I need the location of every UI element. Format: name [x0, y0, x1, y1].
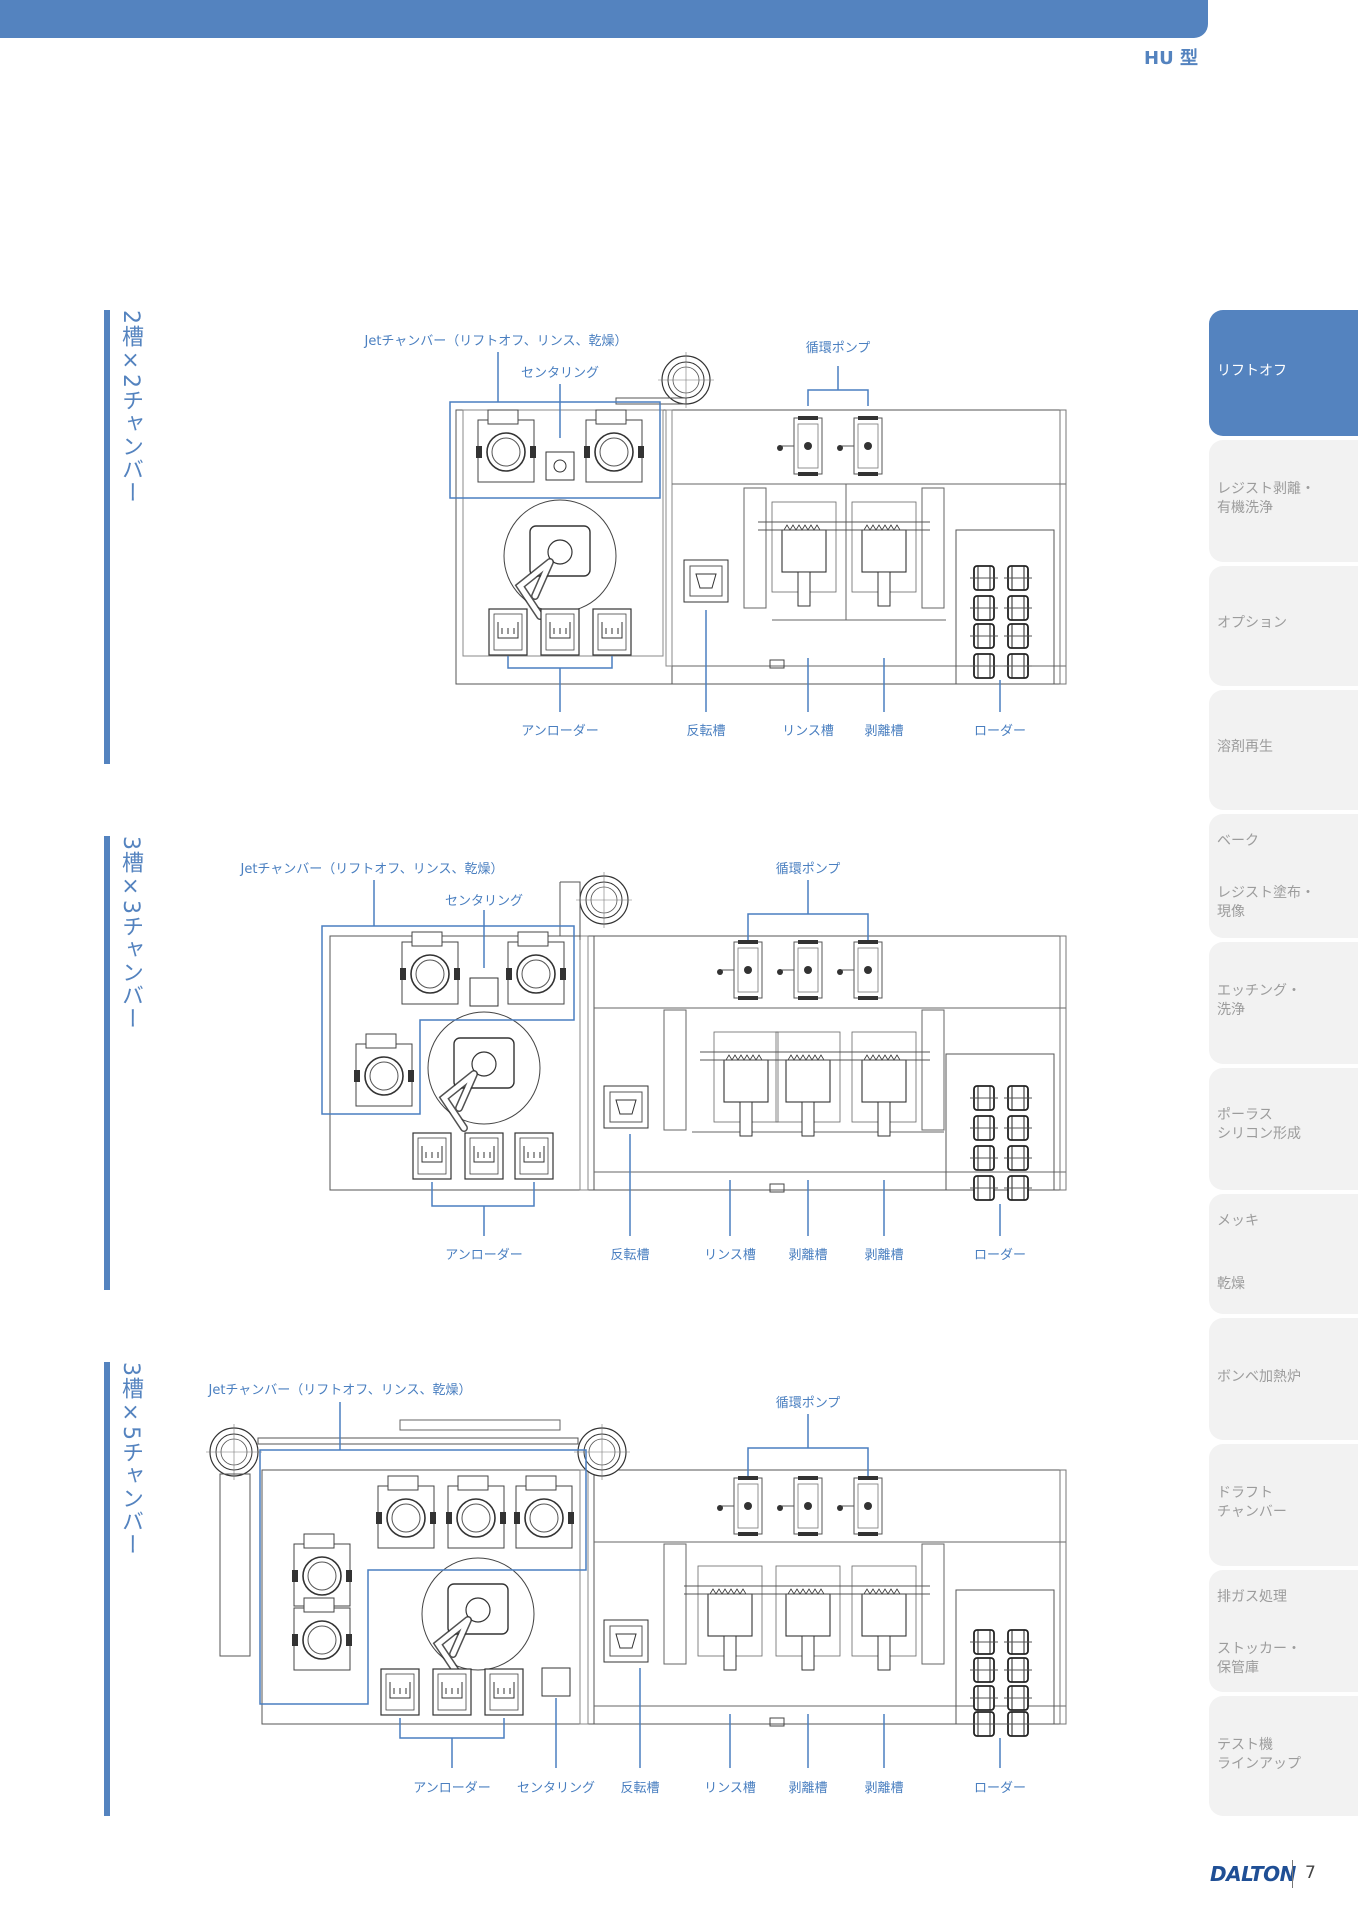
- strip-tank-1-label: 剥離槽: [788, 1248, 827, 1263]
- rinse-tank-label: リンス槽: [704, 1781, 756, 1796]
- model-label: HU 型: [1144, 48, 1198, 69]
- pump-label: 循環ポンプ: [806, 341, 871, 356]
- strip-tank-1-label: 剥離槽: [788, 1781, 827, 1796]
- pump-label: 循環ポンプ: [776, 1396, 841, 1411]
- diagram-2x2: Jetチャンバー（リフトオフ、リンス、乾燥） センタリング 循環ポンプ アンロー…: [363, 334, 1067, 739]
- rinse-tank-label: リンス槽: [782, 724, 834, 739]
- tab-solvent-regeneration[interactable]: 溶剤再生: [1209, 690, 1358, 810]
- tab-porous-silicon[interactable]: ポーラス シリコン形成: [1209, 1068, 1358, 1190]
- tab-label: ストッカー・ 保管庫: [1217, 1641, 1301, 1676]
- flip-tank-label: 反転槽: [620, 1781, 659, 1796]
- diagram-3x5: Jetチャンバー（リフトオフ、リンス、乾燥） 循環ポンプ アンローダー センタリ…: [205, 1383, 1067, 1796]
- flip-tank-label: 反転槽: [686, 724, 725, 739]
- section-2-title: 3槽×3チャンバー: [118, 836, 143, 1030]
- footer-divider: [1292, 1860, 1293, 1888]
- centering-label: センタリング: [517, 1781, 595, 1796]
- section-1-title: 2槽×2チャンバー: [118, 310, 143, 504]
- unloader-label: アンローダー: [445, 1248, 522, 1263]
- tab-label: ボンベ加熱炉: [1217, 1369, 1301, 1385]
- tab-exhaust-stocker[interactable]: 排ガス処理ストッカー・ 保管庫: [1209, 1570, 1358, 1692]
- tab-test-lineup[interactable]: テスト機 ラインアップ: [1209, 1696, 1358, 1816]
- tab-label: メッキ: [1217, 1213, 1259, 1229]
- tab-label: レジスト剥離・ 有機洗浄: [1217, 481, 1315, 516]
- tab-etching[interactable]: エッチング・ 洗浄: [1209, 942, 1358, 1064]
- diagram-3x3: Jetチャンバー（リフトオフ、リンス、乾燥） センタリング 循環ポンプ アンロー…: [239, 862, 1067, 1263]
- centering-label: センタリング: [521, 366, 599, 381]
- strip-tank-2-label: 剥離槽: [864, 1248, 903, 1263]
- tab-label: 溶剤再生: [1217, 739, 1273, 755]
- tab-label: 排ガス処理: [1217, 1589, 1287, 1605]
- page-number: 7: [1305, 1863, 1316, 1883]
- rinse-tank-label: リンス槽: [704, 1248, 756, 1263]
- tab-label: ベーク: [1217, 833, 1259, 849]
- tab-label: エッチング・ 洗浄: [1217, 983, 1301, 1018]
- tab-label: レジスト塗布・ 現像: [1217, 885, 1315, 920]
- tab-plating-drying[interactable]: メッキ乾燥: [1209, 1194, 1358, 1314]
- unloader-label: アンローダー: [413, 1781, 490, 1796]
- centering-label: センタリング: [445, 894, 523, 909]
- tab-label: オプション: [1217, 615, 1287, 631]
- tab-label: ポーラス シリコン形成: [1217, 1107, 1301, 1142]
- tab-label: リフトオフ: [1217, 363, 1287, 379]
- tab-label: ドラフト チャンバー: [1217, 1485, 1287, 1520]
- dalton-logo: DALTON: [1210, 1862, 1296, 1886]
- loader-label: ローダー: [974, 1781, 1026, 1796]
- tab-option[interactable]: オプション: [1209, 566, 1358, 686]
- loader-label: ローダー: [974, 724, 1026, 739]
- section-3-bar: [104, 1362, 110, 1816]
- tab-draft-chamber[interactable]: ドラフト チャンバー: [1209, 1444, 1358, 1566]
- flip-tank-label: 反転槽: [610, 1248, 649, 1263]
- tab-label: テスト機 ラインアップ: [1217, 1737, 1301, 1772]
- tab-cylinder-heater[interactable]: ボンベ加熱炉: [1209, 1318, 1358, 1440]
- jet-chamber-label: Jetチャンバー（リフトオフ、リンス、乾燥）: [207, 1383, 471, 1398]
- strip-tank-label: 剥離槽: [864, 724, 903, 739]
- loader-label: ローダー: [974, 1248, 1026, 1263]
- section-1-bar: [104, 310, 110, 764]
- header-bar: [0, 0, 1208, 38]
- unloader-label: アンローダー: [521, 724, 598, 739]
- jet-chamber-label: Jetチャンバー（リフトオフ、リンス、乾燥）: [363, 334, 627, 349]
- jet-chamber-label: Jetチャンバー（リフトオフ、リンス、乾燥）: [239, 862, 503, 877]
- tab-label: 乾燥: [1217, 1276, 1245, 1292]
- pump-label: 循環ポンプ: [776, 862, 841, 877]
- section-3-title: 3槽×5チャンバー: [118, 1362, 143, 1556]
- strip-tank-2-label: 剥離槽: [864, 1781, 903, 1796]
- tab-liftoff[interactable]: リフトオフ: [1209, 310, 1358, 436]
- tab-resist-strip[interactable]: レジスト剥離・ 有機洗浄: [1209, 440, 1358, 562]
- section-2-bar: [104, 836, 110, 1290]
- tab-bake-and-coat[interactable]: ベークレジスト塗布・ 現像: [1209, 814, 1358, 938]
